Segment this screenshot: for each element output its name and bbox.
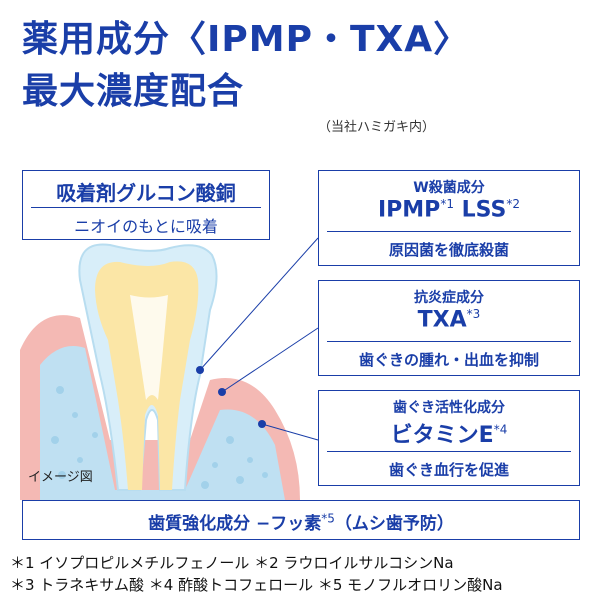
ingredient-1-sup2: *2 bbox=[506, 197, 520, 211]
fluoride-sup: *5 bbox=[321, 511, 335, 526]
ingredient-2-divider bbox=[327, 341, 571, 342]
connector-dot-2 bbox=[218, 388, 226, 396]
ingredient-box-1: W殺菌成分 IPMP*1 LSS*2 原因菌を徹底殺菌 bbox=[318, 170, 580, 266]
fluoride-box: 歯質強化成分 −フッ素*5（ムシ歯予防） bbox=[22, 500, 580, 540]
ingredient-1-category: W殺菌成分 bbox=[413, 180, 485, 196]
connector-line-2 bbox=[221, 327, 319, 393]
ingredient-1-name: IPMP bbox=[377, 197, 441, 223]
ingredient-3-name: ビタミンE bbox=[390, 423, 494, 448]
footnote-line2: ＊3 トラネキサム酸 ＊4 酢酸トコフェロール ＊5 モノフルオロリン酸Na bbox=[10, 576, 503, 594]
footnote-line1: ＊1 イソプロピルメチルフェノール ＊2 ラウロイルサルコシンNa bbox=[10, 554, 454, 572]
adsorbent-divider bbox=[31, 207, 261, 208]
connector-line-3 bbox=[261, 423, 319, 441]
connector-line-1 bbox=[199, 237, 319, 371]
bone-shape bbox=[40, 346, 285, 500]
fluoride-text: 歯質強化成分 −フッ素 bbox=[148, 514, 322, 534]
ingredient-2-effect: 歯ぐきの腫れ・出血を抑制 bbox=[358, 351, 539, 369]
ingredient-1-divider bbox=[327, 231, 571, 232]
headline-note: （当社ハミガキ内） bbox=[318, 120, 436, 135]
ingredient-1-name-row: IPMP*1 LSS*2 bbox=[319, 197, 579, 222]
ingredient-box-3: 歯ぐき活性化成分 ビタミンE*4 歯ぐき血行を促進 bbox=[318, 390, 580, 486]
fluoride-row: 歯質強化成分 −フッ素*5（ムシ歯予防） bbox=[23, 509, 579, 534]
headline-line1: 薬用成分〈IPMP・TXA〉 bbox=[22, 19, 471, 60]
ingredient-1-sup: *1 bbox=[440, 197, 454, 211]
ingredient-2-name: TXA bbox=[417, 307, 467, 333]
connector-dot-1 bbox=[196, 366, 204, 374]
ingredient-3-effect: 歯ぐき血行を促進 bbox=[388, 461, 509, 479]
ingredient-2-category: 抗炎症成分 bbox=[414, 290, 484, 306]
adsorbent-title: 吸着剤グルコン酸銅 bbox=[56, 181, 236, 205]
ingredient-box-2: 抗炎症成分 TXA*3 歯ぐきの腫れ・出血を抑制 bbox=[318, 280, 580, 376]
tooth-pulp bbox=[130, 295, 168, 400]
connector-dot-3 bbox=[258, 420, 266, 428]
tooth-illustration bbox=[20, 243, 300, 500]
ingredient-3-category: 歯ぐき活性化成分 bbox=[393, 400, 505, 416]
ingredient-1-name2: LSS bbox=[461, 197, 507, 223]
adsorbent-subtitle: ニオイのもとに吸着 bbox=[74, 217, 218, 236]
ingredient-2-sup: *3 bbox=[466, 307, 481, 321]
ingredient-2-name-row: TXA*3 bbox=[319, 307, 579, 332]
adsorbent-box: 吸着剤グルコン酸銅 ニオイのもとに吸着 bbox=[22, 170, 270, 240]
ingredient-3-sup: *4 bbox=[493, 422, 508, 437]
ingredient-1-effect: 原因菌を徹底殺菌 bbox=[388, 241, 509, 259]
image-note: イメージ図 bbox=[28, 470, 93, 485]
fluoride-text2: （ムシ歯予防） bbox=[334, 514, 454, 534]
ingredient-3-name-row: ビタミンE*4 bbox=[319, 417, 579, 449]
ingredient-3-divider bbox=[327, 451, 571, 452]
headline-line2: 最大濃度配合 bbox=[22, 71, 245, 112]
